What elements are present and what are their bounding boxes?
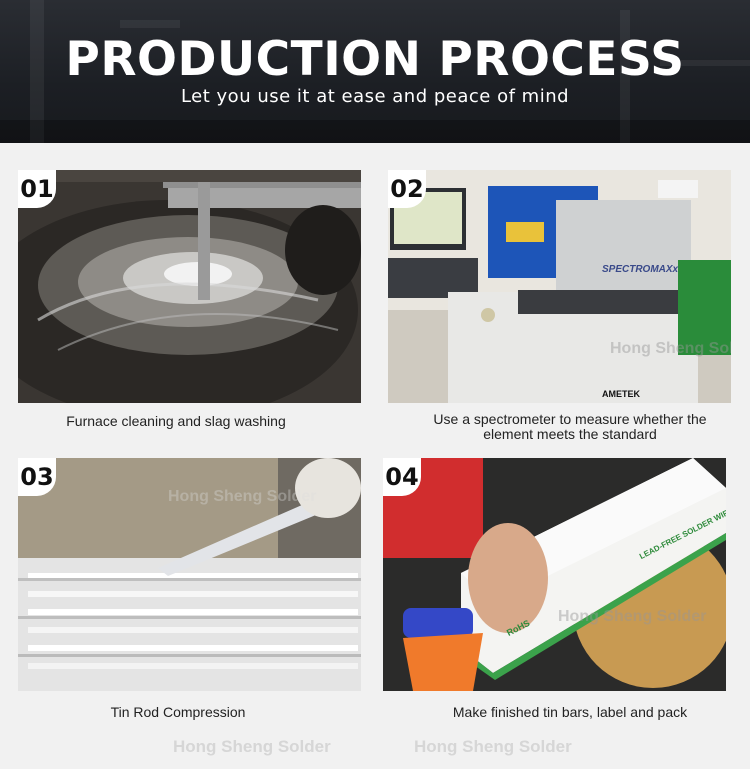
step-4-number: 04 [383, 458, 421, 496]
step-2-caption: Use a spectrometer to measure whether th… [433, 411, 707, 442]
footer-watermark: Hong Sheng Solder [173, 737, 331, 756]
header-banner: PRODUCTION PROCESS Let you use it at eas… [0, 0, 750, 143]
spectrometer-brand: SPECTROMAXx [602, 264, 679, 275]
step-4-photo: Hong Sheng Solder LEAD-FREE SOLDER WIRE … [383, 458, 726, 691]
step-2-photo: Hong Sheng Solder SPECTROMAXx AMETEK 02 [388, 170, 731, 403]
footer-watermark: Hong Sheng Solder [414, 737, 572, 756]
step-3-photo: Hong Sheng Solder 03 [18, 458, 361, 691]
background-pipe [660, 60, 750, 66]
background-pipe [120, 20, 180, 28]
step-3-number: 03 [18, 458, 56, 496]
step-1-photo: 01 [18, 170, 361, 403]
photo-watermark: Hong Sheng Solder [610, 340, 731, 357]
step-1-caption: Furnace cleaning and slag washing [66, 413, 286, 429]
step-3-caption: Tin Rod Compression [110, 704, 246, 720]
ametek-label: AMETEK [602, 389, 640, 399]
photo-watermark: Hong Sheng Solder [168, 488, 317, 505]
page-title: PRODUCTION PROCESS [65, 32, 685, 87]
step-4-caption: Make finished tin bars, label and pack [452, 704, 688, 720]
step-2-number: 02 [388, 170, 426, 208]
background-floor [0, 120, 750, 143]
background-pipe [620, 10, 630, 143]
page-subtitle: Let you use it at ease and peace of mind [180, 86, 570, 107]
step-1-number: 01 [18, 170, 56, 208]
background-pipe [30, 0, 44, 143]
photo-watermark: Hong Sheng Solder [558, 608, 707, 625]
